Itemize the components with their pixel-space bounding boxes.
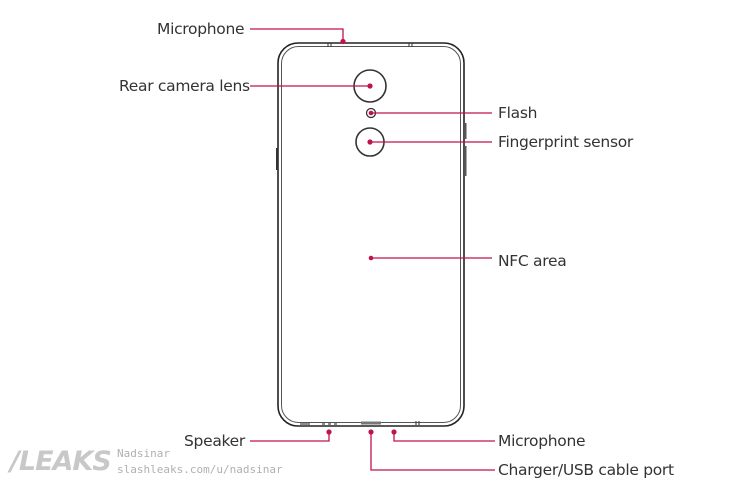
label-fingerprint-sensor: Fingerprint sensor [498,133,633,151]
label-flash: Flash [498,104,538,122]
right-side-button-lower [464,146,467,176]
label-nfc-area: NFC area [498,252,567,270]
phone-outer-outline [277,42,465,427]
label-microphone-top: Microphone [157,20,245,38]
callout-dots [326,38,397,435]
top-notches [327,43,413,47]
phone-inner-outline [281,46,461,423]
dot-fingerprint [367,139,373,145]
dot-rear-camera [367,83,373,89]
watermark-url: slashleaks.com/u/nadsinar [117,463,283,476]
dot-nfc [368,255,374,261]
left-side-button [276,148,279,170]
right-side-button-upper [464,123,467,139]
label-speaker: Speaker [184,432,245,450]
label-rear-camera-lens: Rear camera lens [119,77,250,95]
label-charger-usb-port: Charger/USB cable port [498,461,674,479]
callout-speaker [250,432,330,442]
callout-charger-port [370,432,495,471]
bottom-edge-details [300,421,420,425]
label-microphone-bottom: Microphone [498,432,586,450]
phone-body [277,42,465,427]
dot-speaker [326,429,332,435]
dot-microphone-top [340,38,346,45]
usb-port-shape [361,421,381,425]
watermark-logo: /LEAKS [10,446,112,477]
callout-microphone-bottom [393,432,495,442]
dot-charger-port [368,429,374,435]
dot-flash [368,110,374,116]
watermark-user: Nadsinar [117,447,170,460]
callout-microphone-top [250,28,344,41]
dot-microphone-bottom [391,429,397,435]
callout-lines [250,28,495,471]
